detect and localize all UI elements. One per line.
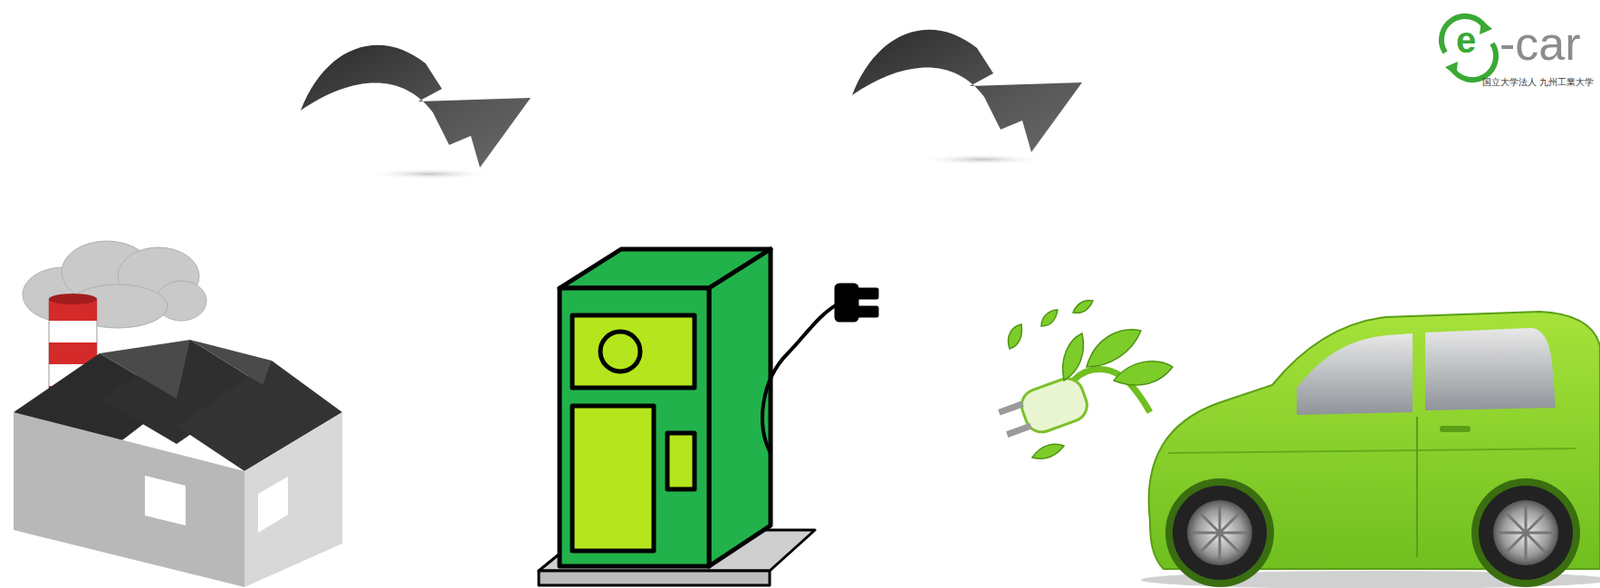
logo-wordmark: -car xyxy=(1499,19,1581,68)
factory-icon xyxy=(13,240,343,587)
logo-ring xyxy=(1441,16,1496,80)
charging-station-icon xyxy=(538,249,877,585)
electric-car-icon xyxy=(996,299,1600,588)
logo-subtitle: 国立大学法人 九州工業大学 xyxy=(1482,77,1594,87)
curved-arrow xyxy=(852,29,1083,165)
logo-letter: e xyxy=(1456,21,1476,58)
curved-arrow xyxy=(300,45,531,180)
